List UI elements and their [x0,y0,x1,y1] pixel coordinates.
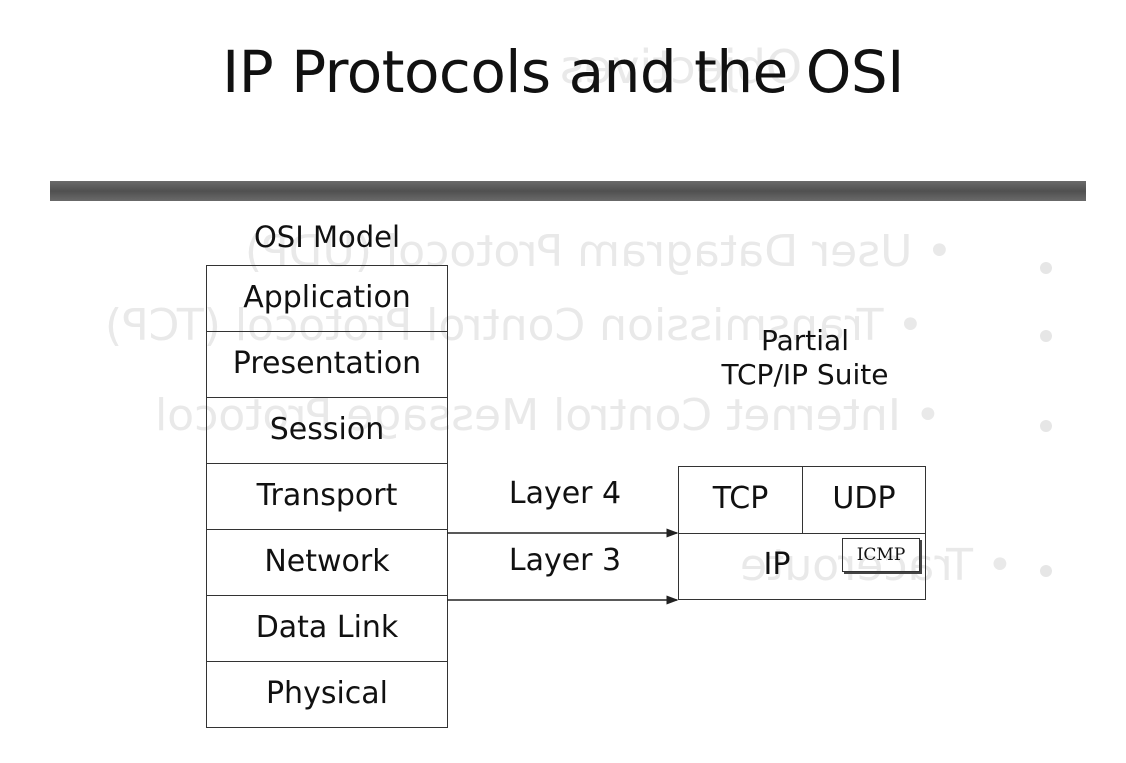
osi-layer-network: Network [207,530,447,596]
tcp-cell: TCP [679,467,803,534]
suite-title-line2: TCP/IP Suite [721,358,889,391]
udp-cell: UDP [803,467,925,534]
osi-layer-session: Session [207,398,447,464]
icmp-cell: ICMP [842,538,920,572]
osi-layer-application: Application [207,266,447,332]
bleed-through-bullet [1040,330,1052,342]
tcpip-suite-title: Partial TCP/IP Suite [680,324,930,392]
osi-layer-stack: Application Presentation Session Transpo… [206,265,448,728]
suite-title-line1: Partial [761,324,849,357]
tcpip-suite-box: TCP UDP IP ICMP [678,466,926,600]
osi-layer-data-link: Data Link [207,596,447,662]
osi-layer-presentation: Presentation [207,332,447,398]
osi-model-label: OSI Model [253,220,401,254]
slide-title: IP Protocols and the OSI [222,38,904,106]
layer-3-label: Layer 3 [508,543,622,578]
title-divider [50,181,1086,201]
osi-layer-transport: Transport [207,464,447,530]
bleed-through-bullet [1040,565,1052,577]
bleed-through-bullet [1040,420,1052,432]
ip-cell: IP [763,547,791,582]
layer-4-label: Layer 4 [508,476,622,511]
osi-layer-physical: Physical [207,662,447,728]
bleed-through-bullet [1040,262,1052,274]
